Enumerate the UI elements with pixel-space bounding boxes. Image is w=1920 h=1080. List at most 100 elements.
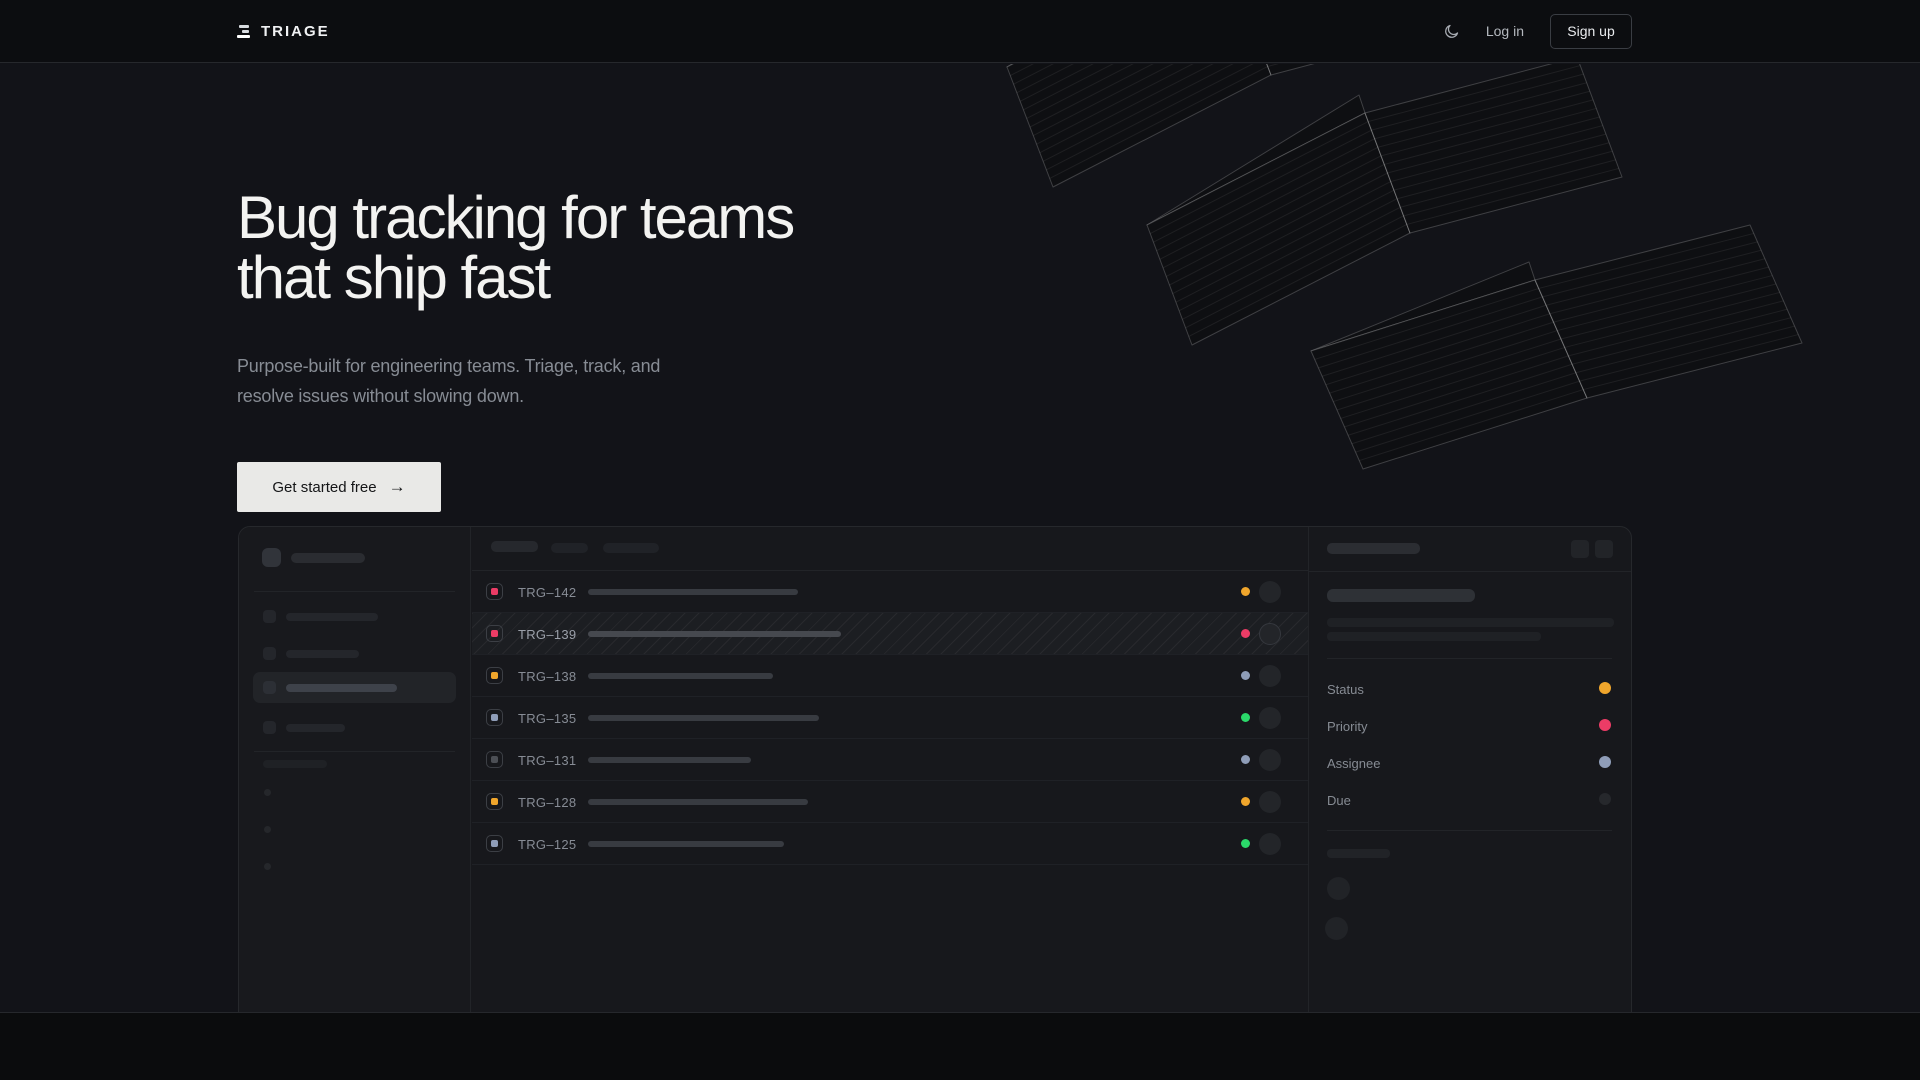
sidebar-dot (264, 863, 271, 870)
issue-id: TRG–142 (518, 585, 577, 600)
status-dot (1241, 839, 1250, 848)
sidebar-item-icon (263, 647, 276, 660)
issue-row[interactable]: TRG–139 (472, 613, 1308, 655)
panel-field-assignee[interactable]: Assignee (1327, 755, 1612, 771)
issue-row[interactable]: TRG–142 (472, 571, 1308, 613)
panel-field-due[interactable]: Due (1327, 792, 1612, 808)
field-label: Due (1327, 793, 1351, 808)
field-value-dot (1599, 682, 1611, 694)
issue-id: TRG–125 (518, 837, 577, 852)
status-dot (1241, 629, 1250, 638)
theme-toggle-button[interactable] (1443, 23, 1460, 40)
skeleton-issue-title (588, 589, 798, 595)
issue-row[interactable]: TRG–125 (472, 823, 1308, 865)
issue-id: TRG–131 (518, 753, 577, 768)
workspace-avatar (262, 548, 281, 567)
issue-id: TRG–138 (518, 669, 577, 684)
arrow-right-icon: → (388, 477, 406, 496)
assignee-avatar (1259, 833, 1281, 855)
skeleton-bar (286, 613, 378, 621)
footer-section (0, 1013, 1920, 1079)
field-label: Status (1327, 682, 1364, 697)
get-started-button[interactable]: Get started free → (237, 462, 441, 512)
issue-row[interactable]: TRG–131 (472, 739, 1308, 781)
sidebar-dot (264, 789, 271, 796)
skeleton-issue-title (588, 673, 773, 679)
skeleton-bar (1327, 543, 1420, 554)
sidebar-item[interactable] (253, 601, 456, 632)
hero-subtitle: Purpose-built for engineering teams. Tri… (237, 356, 661, 406)
panel-field-status[interactable]: Status (1327, 681, 1612, 697)
skeleton-bar (291, 553, 365, 563)
sidebar-item[interactable] (253, 638, 456, 669)
login-link[interactable]: Log in (1485, 23, 1524, 39)
comment-avatar (1325, 917, 1348, 940)
top-nav: TRIAGE Log in Sign up (0, 0, 1920, 63)
signup-button[interactable]: Sign up (1550, 13, 1632, 49)
assignee-avatar (1259, 581, 1281, 603)
issue-row[interactable]: TRG–135 (472, 697, 1308, 739)
issue-checkbox-icon[interactable] (486, 709, 503, 726)
status-dot (1241, 587, 1250, 596)
issue-row[interactable]: TRG–138 (472, 655, 1308, 697)
skeleton-issue-title (588, 631, 841, 637)
sidebar-item-active[interactable] (253, 672, 456, 703)
sidebar-item-icon (263, 721, 276, 734)
divider (1327, 830, 1612, 831)
skeleton-bar (286, 650, 359, 658)
issue-row[interactable]: TRG–128 (472, 781, 1308, 823)
field-value-dot (1599, 793, 1611, 805)
sidebar-item[interactable] (253, 712, 456, 743)
sidebar-item-icon (263, 610, 276, 623)
assignee-avatar (1259, 749, 1281, 771)
issue-id: TRG–135 (518, 711, 577, 726)
issue-checkbox-icon[interactable] (486, 793, 503, 810)
divider (254, 751, 455, 752)
skeleton-tab (603, 543, 659, 553)
sidebar-item-icon (263, 681, 276, 694)
panel-action-button[interactable] (1571, 540, 1589, 558)
assignee-avatar (1259, 707, 1281, 729)
triage-logo-icon (237, 24, 251, 38)
issue-checkbox-icon[interactable] (486, 625, 503, 642)
skeleton-issue-title (588, 841, 784, 847)
comment-avatar (1327, 877, 1350, 900)
status-dot (1241, 713, 1250, 722)
issue-checkbox-icon[interactable] (486, 835, 503, 852)
assignee-avatar (1259, 791, 1281, 813)
field-label: Assignee (1327, 756, 1381, 771)
moon-icon (1444, 24, 1459, 38)
issue-id: TRG–139 (518, 627, 577, 642)
issue-checkbox-icon[interactable] (486, 751, 503, 768)
skeleton-tab (551, 543, 588, 553)
brand-logo[interactable]: TRIAGE (237, 23, 330, 40)
skeleton-bar (286, 684, 397, 692)
assignee-avatar (1259, 623, 1281, 645)
skeleton-section-label (263, 760, 327, 768)
issue-checkbox-icon[interactable] (486, 583, 503, 600)
status-dot (1241, 797, 1250, 806)
divider (254, 591, 455, 592)
field-value-dot (1599, 756, 1611, 768)
issue-checkbox-icon[interactable] (486, 667, 503, 684)
brand-name: TRIAGE (261, 22, 330, 40)
panel-field-priority[interactable]: Priority (1327, 718, 1612, 734)
divider (1327, 658, 1612, 659)
skeleton-issue-title (588, 715, 819, 721)
skeleton-tab (491, 541, 538, 552)
skeleton-line (1327, 618, 1614, 627)
issue-list-header (472, 527, 1308, 571)
sidebar-dot (264, 826, 271, 833)
skeleton-issue-title (588, 799, 808, 805)
issue-id: TRG–128 (518, 795, 577, 810)
assignee-avatar (1259, 665, 1281, 687)
field-value-dot (1599, 719, 1611, 731)
panel-close-button[interactable] (1595, 540, 1613, 558)
skeleton-title (1327, 589, 1475, 602)
status-dot (1241, 671, 1250, 680)
skeleton-issue-title (588, 757, 751, 763)
status-dot (1241, 755, 1250, 764)
